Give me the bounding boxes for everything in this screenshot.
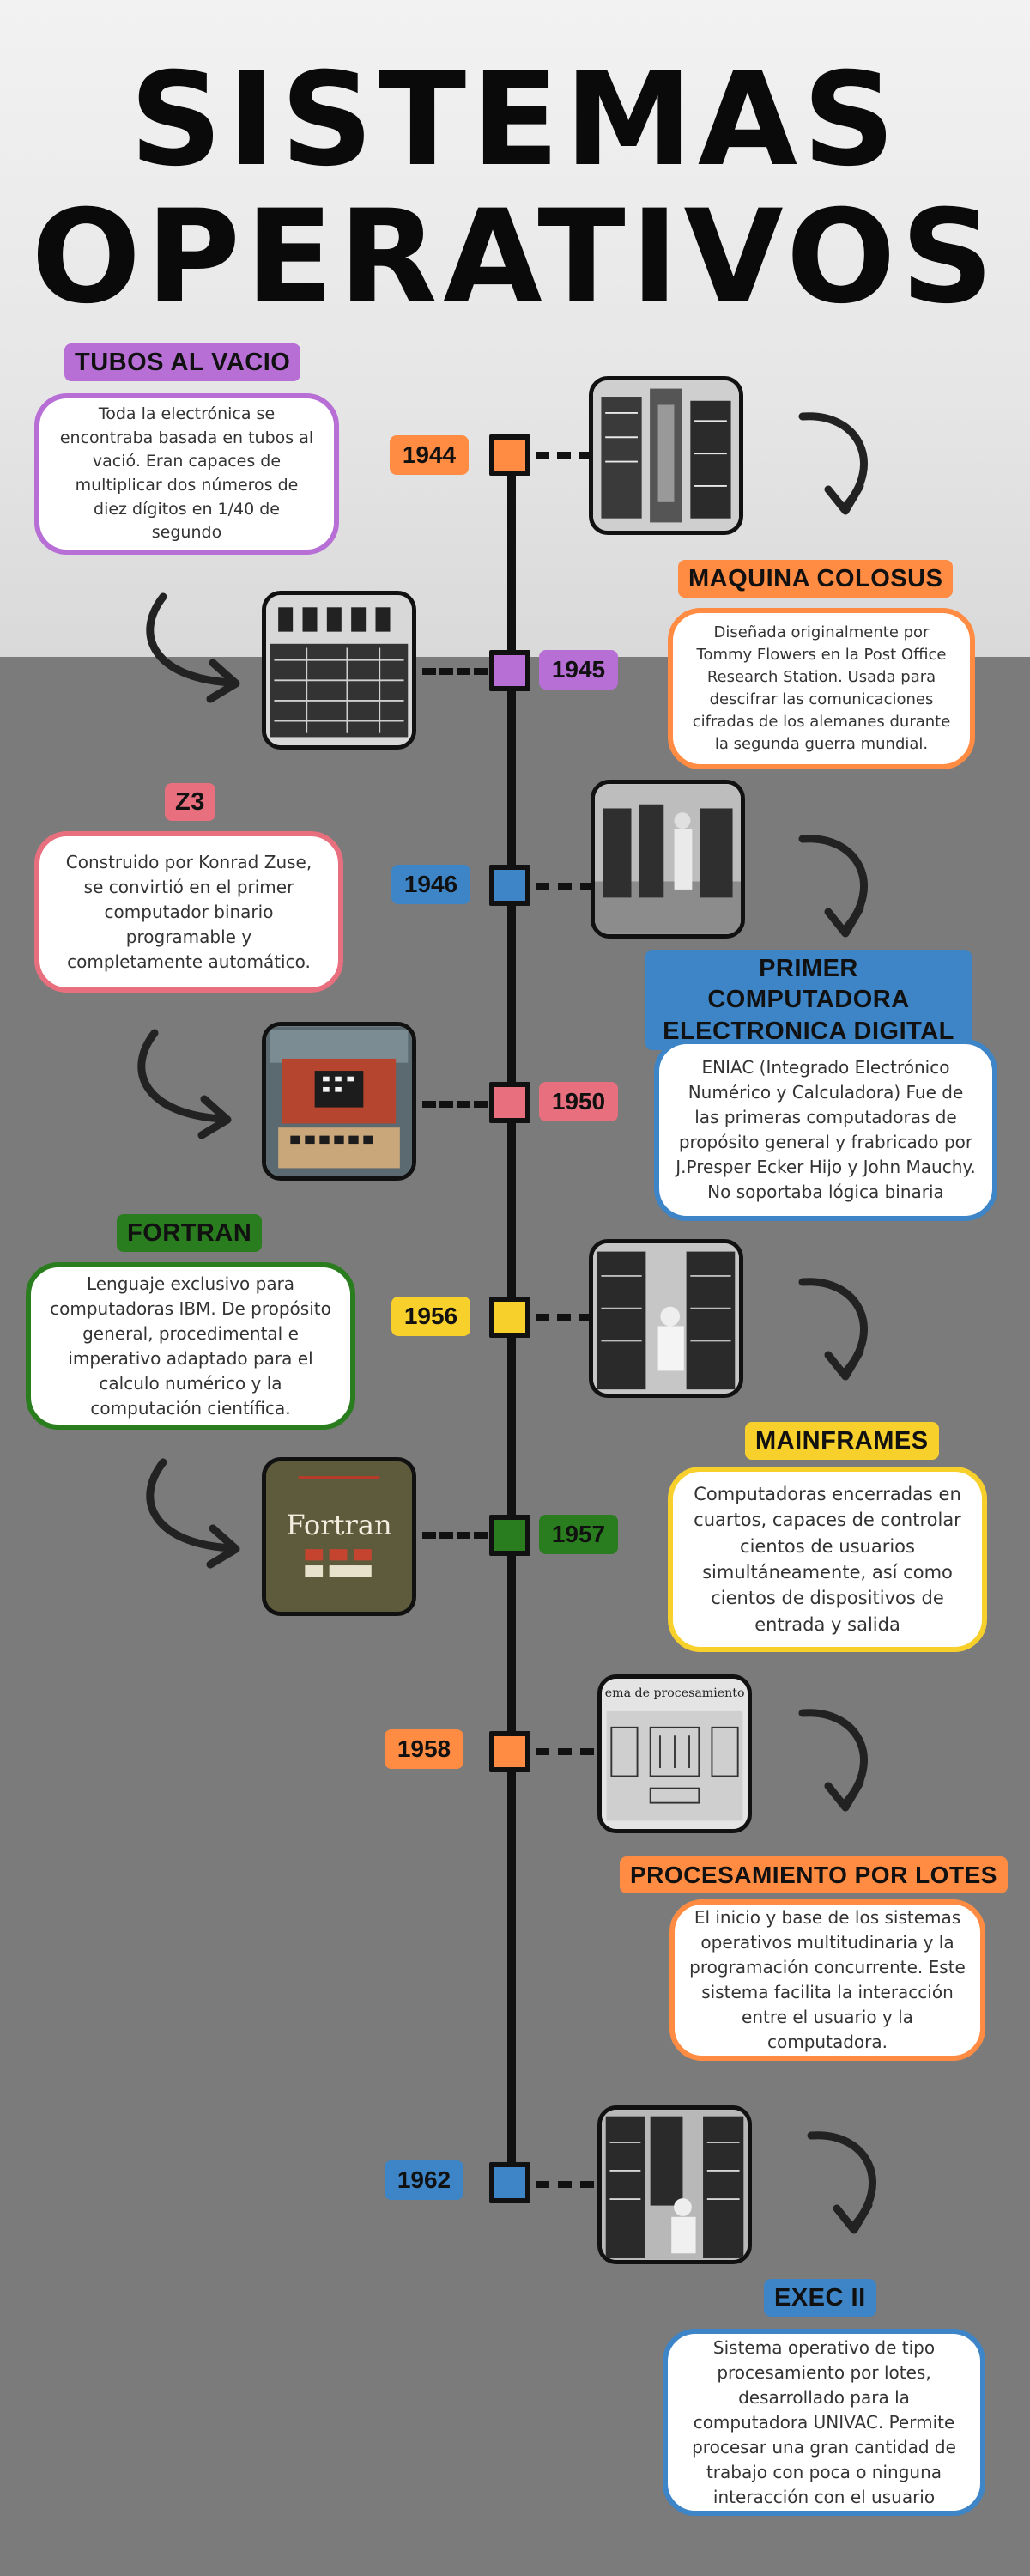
event-description-box: Diseñada originalmente por Tommy Flowers… [668, 608, 975, 769]
batch-diagram-photo: ema de procesamiento por l [597, 1674, 752, 1833]
event-label: PROCESAMIENTO POR LOTES [620, 1856, 1008, 1893]
connector-dash [536, 1748, 594, 1755]
event-label: MAQUINA COLOSUS [678, 560, 954, 598]
timeline-node [489, 2162, 530, 2203]
connector-dash [422, 1532, 488, 1539]
timeline-node [489, 1297, 530, 1338]
eniac-photo [591, 780, 745, 939]
event-description-box: Construido por Konrad Zuse, se convirtió… [34, 831, 343, 993]
univac-photo [597, 2105, 752, 2264]
timeline-node [489, 1082, 530, 1123]
connector-dash [422, 1101, 488, 1108]
connector-dash [536, 452, 592, 459]
event-label: MAINFRAMES [745, 1422, 939, 1461]
event-label: PRIMER COMPUTADORA ELECTRONICA DIGITAL [645, 950, 972, 1050]
fortran-book-title: Fortran [286, 1509, 391, 1541]
event-description-box: Toda la electrónica se encontraba basada… [34, 393, 339, 555]
z3-console-photo [262, 1022, 416, 1181]
connector-dash [536, 1314, 592, 1321]
curved-arrow-icon [807, 2131, 876, 2234]
timeline-node [489, 434, 530, 476]
connector-dash [422, 668, 488, 675]
curved-arrow-icon [137, 1029, 232, 1139]
connector-dash [536, 883, 594, 890]
curved-arrow-icon [798, 1278, 868, 1381]
year-badge: 1956 [391, 1297, 470, 1336]
year-badge: 1945 [539, 650, 618, 690]
curved-arrow-icon [798, 835, 868, 938]
year-badge: 1944 [390, 435, 469, 475]
event-description-box: Lenguaje exclusivo para computadoras IBM… [26, 1262, 355, 1430]
event-description-box: El inicio y base de los sistemas operati… [670, 1899, 985, 2061]
year-badge: 1950 [539, 1082, 618, 1121]
year-badge: 1958 [385, 1729, 464, 1769]
event-label: Z3 [165, 783, 215, 822]
page-title-line-1: SISTEMAS [129, 46, 901, 195]
fortran-book-photo: Fortran [262, 1457, 416, 1616]
colossus-photo [262, 591, 416, 750]
timeline-node [489, 1731, 530, 1772]
vacuum-tubes-photo [589, 376, 743, 535]
timeline-node [489, 650, 530, 691]
event-label: TUBOS AL VACIO [64, 343, 301, 382]
timeline-node [489, 1515, 530, 1556]
event-label: FORTRAN [117, 1214, 263, 1253]
curved-arrow-icon [146, 592, 240, 703]
timeline-node [489, 865, 530, 906]
year-badge: 1946 [391, 865, 470, 904]
event-label: EXEC II [764, 2279, 876, 2318]
connector-dash [536, 2181, 594, 2188]
curved-arrow-icon [146, 1458, 240, 1569]
curved-arrow-icon [798, 412, 868, 515]
year-badge: 1962 [385, 2160, 464, 2200]
mainframe-operator-photo [589, 1239, 743, 1398]
batch-diagram-caption: ema de procesamiento por l [605, 1686, 748, 1700]
year-badge: 1957 [539, 1515, 618, 1554]
event-description-box: Computadoras encerradas en cuartos, capa… [668, 1467, 987, 1652]
curved-arrow-icon [798, 1709, 868, 1812]
event-description-box: Sistema operativo de tipo procesamiento … [663, 2329, 985, 2516]
event-description-box: ENIAC (Integrado Electrónico Numérico y … [654, 1039, 997, 1221]
page-title-line-2: OPERATIVOS [31, 183, 999, 332]
